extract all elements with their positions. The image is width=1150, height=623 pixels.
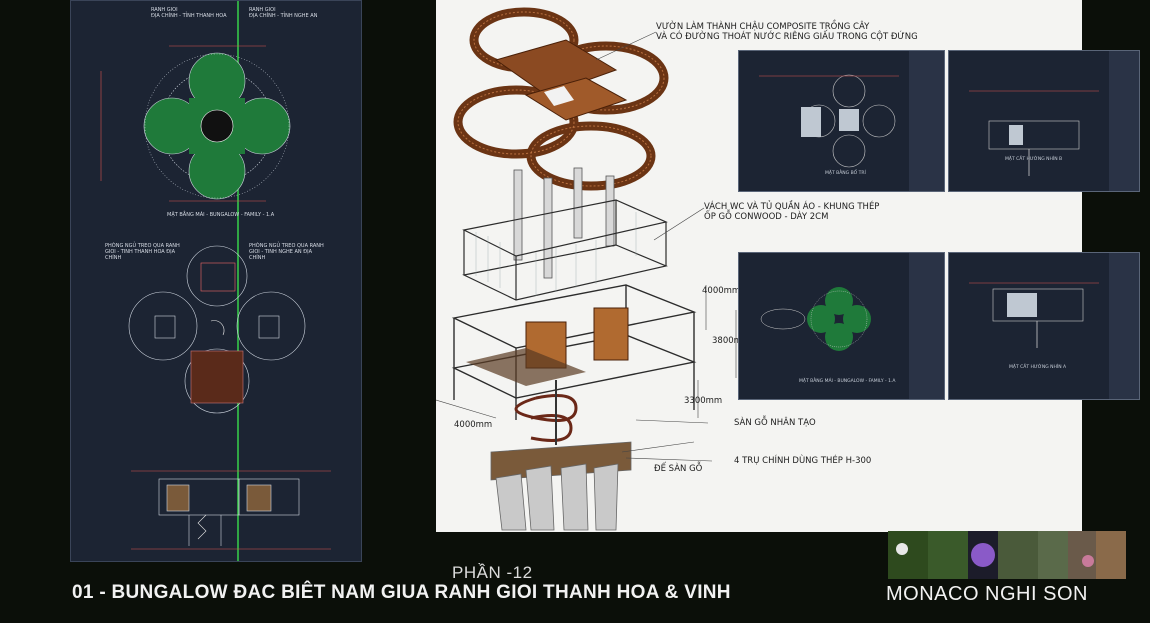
thumbnail-section-a-caption: MẶT CẮT HƯỚNG NHÌN A	[1009, 365, 1067, 370]
floor-label-thanh-hoa: PHÒNG NGỦ TREO QUA RANH GIOI - TINH THAN…	[105, 243, 180, 261]
spiral-stair	[514, 394, 578, 442]
dimension-4000-lower: 4000mm	[454, 420, 493, 430]
dimension-3800: 3800mm	[712, 336, 751, 346]
thumbnail-layout-plan: MẶT BẰNG BỐ TRÍ	[738, 50, 945, 192]
cad-plan-drawing	[100, 1, 331, 561]
main-columns	[513, 167, 615, 279]
floor-plan	[128, 245, 306, 414]
roof-plan-caption: MẶT BẰNG MÁI - BUNGALOW - FAMILY - 1.A	[167, 212, 275, 218]
isometric-structure-drawing	[435, 7, 737, 531]
brand-name: MONACO NGHI SON	[886, 583, 1088, 605]
floor-label-nghe-an: PHÒNG NGỦ TREO QUA RANH GIOI - TINH NGHE…	[249, 243, 324, 261]
thumbnail-roof-caption: MẶT BẰNG MÁI - BUNGALOW - FAMILY - 1.A	[799, 379, 896, 384]
thumbnail-section-a: MẶT CẮT HƯỚNG NHÌN A	[948, 252, 1140, 400]
roof-plan-quatrefoil	[143, 52, 291, 200]
dimension-3300: 3300mm	[684, 396, 723, 406]
thumbnail-section-b-caption: MẶT CẮT HƯỚNG NHÌN B	[1005, 157, 1063, 162]
photo-strip	[888, 531, 1126, 579]
deck-annotation: SÀN GỖ NHÂN TẠO	[734, 418, 816, 428]
thumbnail-section-b: MẶT CẮT HƯỚNG NHÌN B	[948, 50, 1140, 192]
base-annotation: ĐẾ SÀN GỖ	[654, 464, 703, 474]
thumbnail-layout-caption: MẶT BẰNG BỐ TRÍ	[825, 171, 866, 176]
page-title: 01 - BUNGALOW ĐAC BIÊT NAM GIUA RANH GIO…	[72, 582, 731, 603]
concrete-footings	[490, 441, 632, 531]
part-number: PHẦN -12	[452, 563, 533, 582]
thumbnail-roof-plan: MẶT BẰNG MÁI - BUNGALOW - FAMILY - 1.A	[738, 252, 945, 400]
section-drawing	[131, 470, 331, 550]
upper-frame	[462, 199, 668, 301]
columns-annotation: 4 TRỤ CHÍNH DÙNG THÉP H-300	[734, 456, 872, 466]
dimension-4000-upper: 4000mm	[702, 286, 741, 296]
